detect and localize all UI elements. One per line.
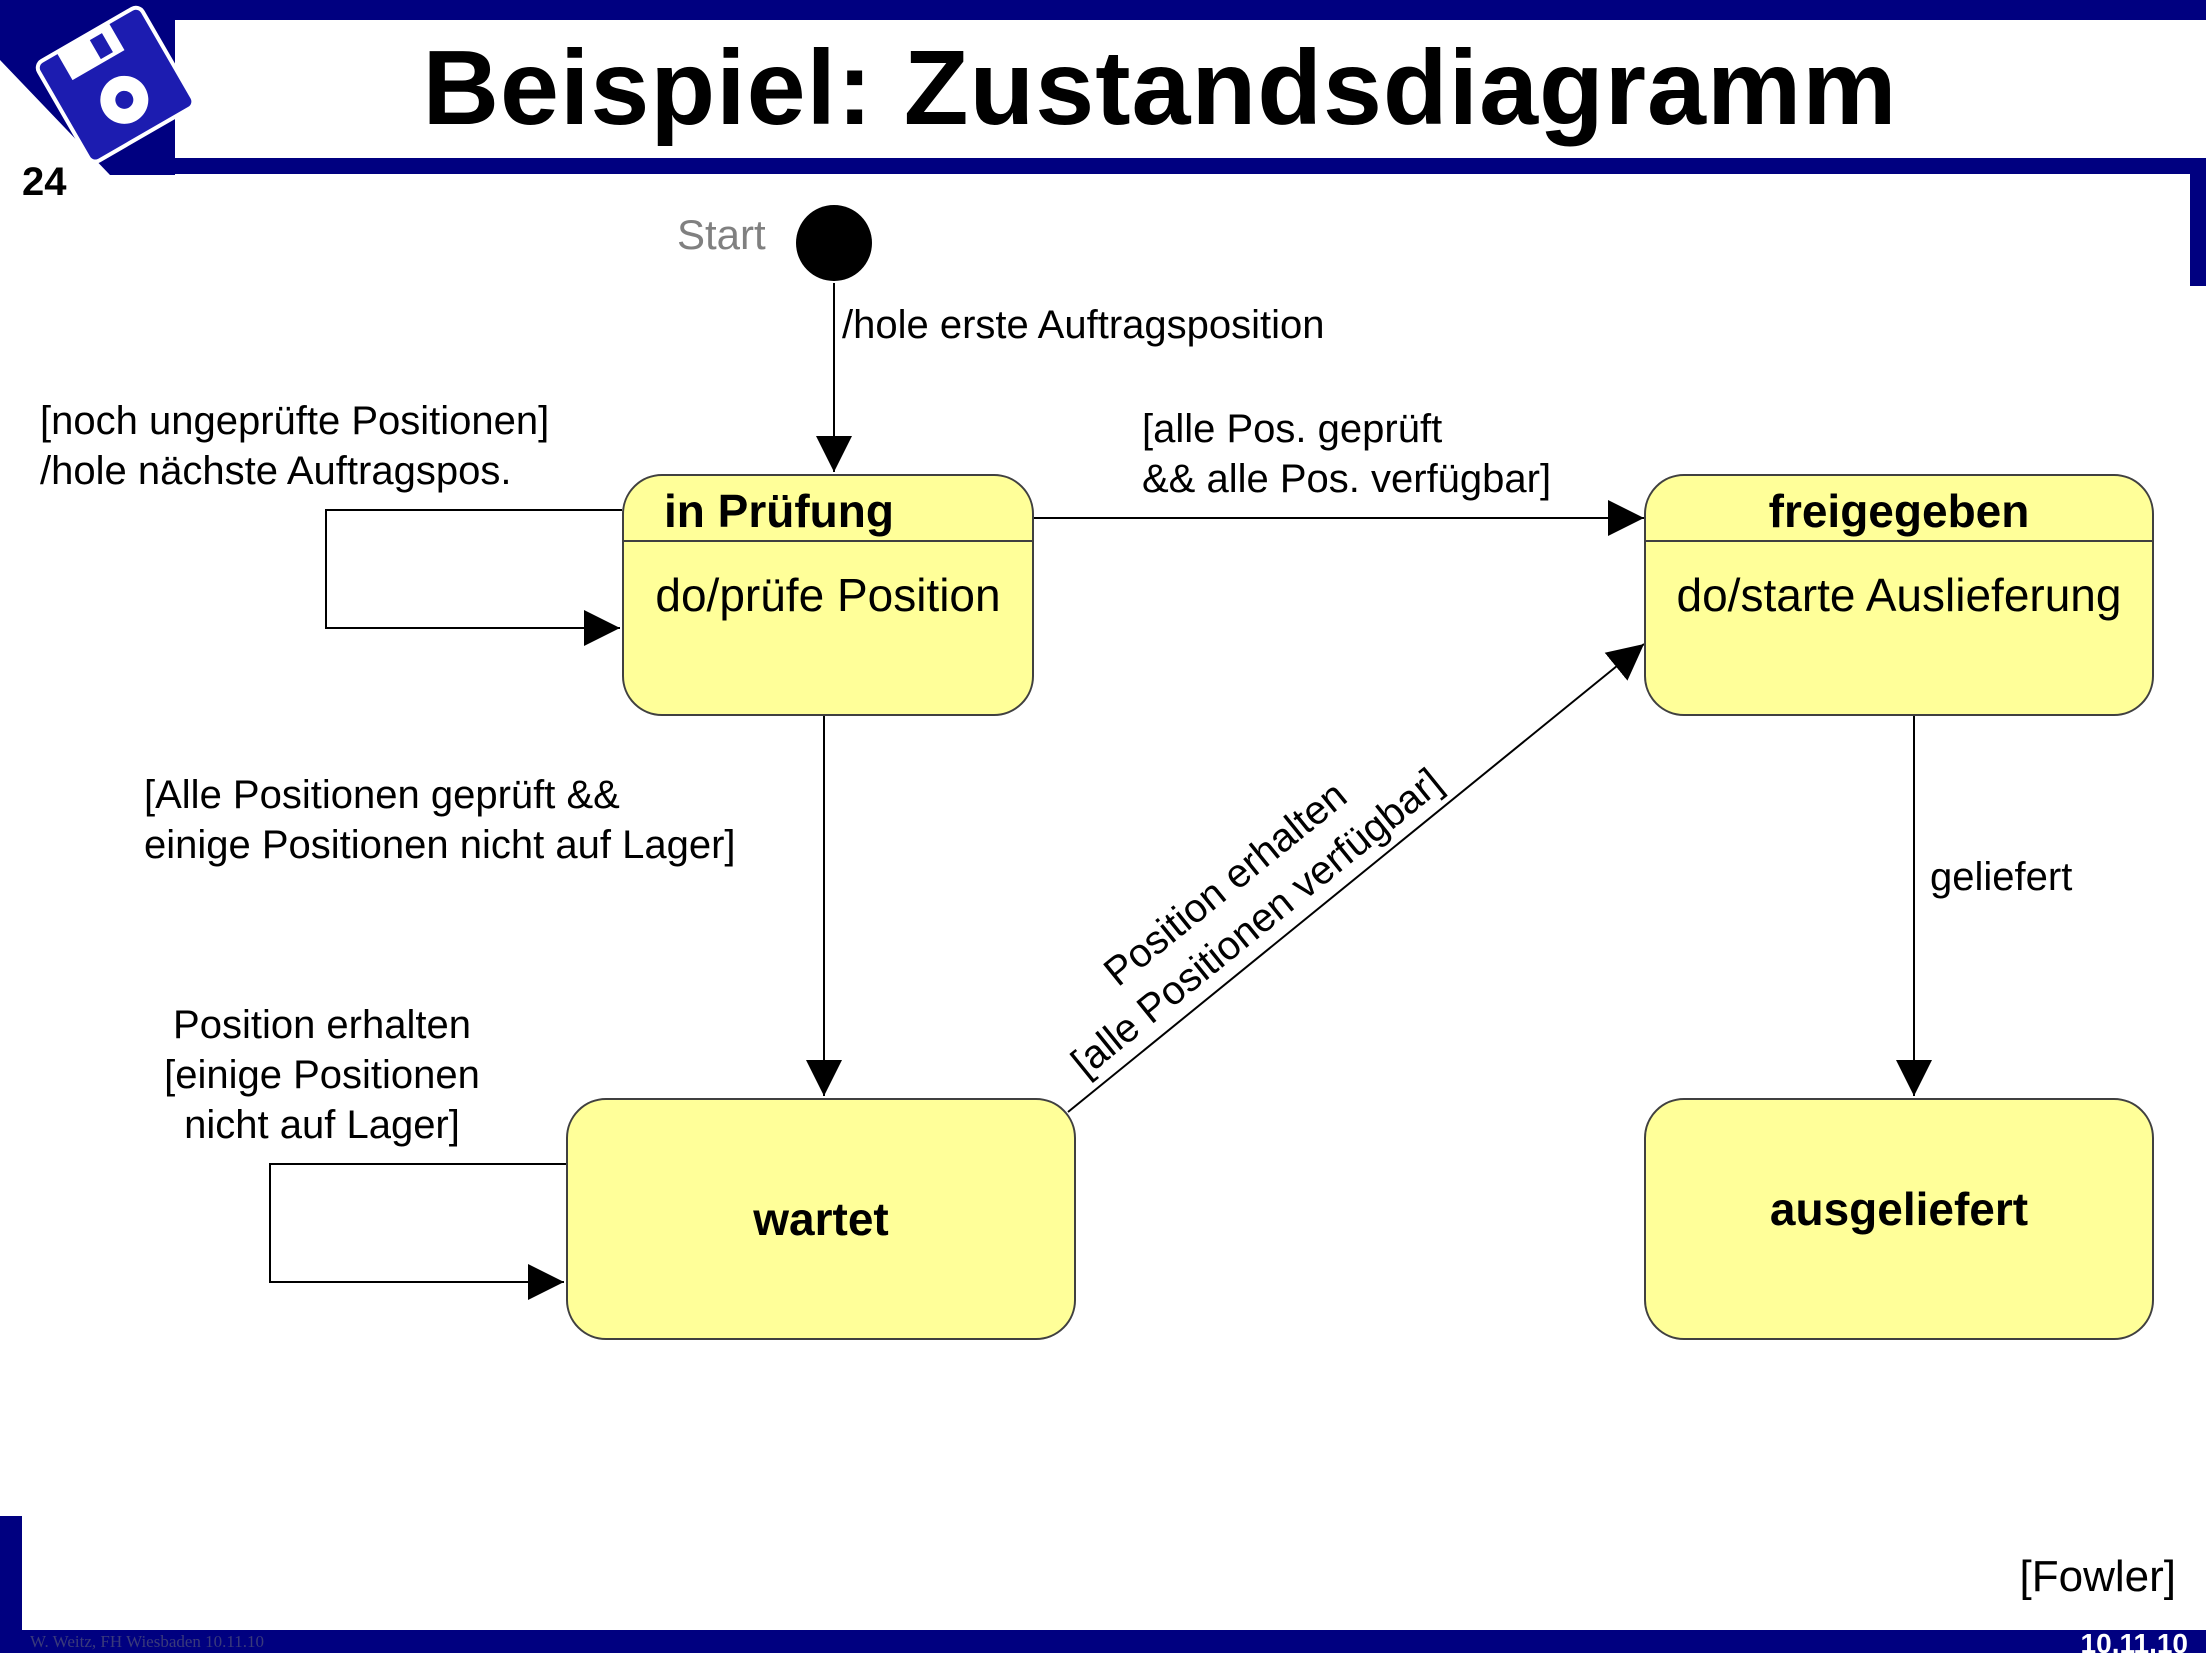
label-line: [noch ungeprüfte Positionen]	[40, 399, 550, 443]
state-name: freigegeben	[1768, 485, 2030, 537]
footer-author: W. Weitz, FH Wiesbaden 10.11.10	[30, 1632, 265, 1651]
transition-label-freigegeben-to-ausgeliefert: geliefert	[1930, 855, 2073, 899]
transition-wartet-to-freigegeben	[1067, 643, 1645, 1113]
transition-label-pruefung-to-freigegeben: [alle Pos. geprüft && alle Pos. verfügba…	[1142, 404, 1551, 504]
label-line: [alle Pos. geprüft	[1142, 407, 1443, 451]
floppy-disk-icon	[0, 0, 196, 175]
state-divider	[624, 540, 1032, 542]
transition-label-pruefung-to-wartet: [Alle Positionen geprüft && einige Posit…	[144, 770, 736, 870]
start-label: Start	[677, 211, 766, 258]
transition-pruefung-self	[325, 509, 622, 646]
page-title: Beispiel: Zustandsdiagramm	[422, 29, 1898, 147]
state-name: in Prüfung	[664, 485, 894, 537]
footer-bottom-bar	[0, 1630, 2206, 1653]
transition-label-wartet-self: Position erhalten [einige Positionen nic…	[152, 1000, 492, 1150]
header-right-bar	[2190, 158, 2206, 286]
footer-date: 10.11.10	[2080, 1628, 2188, 1659]
state-wartet: wartet	[566, 1098, 1076, 1340]
state-in-pruefung: in Prüfung do/prüfe Position	[622, 474, 1034, 716]
label-line: && alle Pos. verfügbar]	[1142, 457, 1552, 501]
label-line: [einige Positionen	[164, 1053, 480, 1097]
header-top-bar	[0, 0, 2206, 20]
state-name: ausgeliefert	[1769, 1183, 2029, 1235]
state-divider	[1646, 540, 2152, 542]
start-node	[796, 205, 872, 281]
state-freigegeben: freigegeben do/starte Auslieferung	[1644, 474, 2154, 716]
transition-label-start-to-pruefung: /hole erste Auftragsposition	[842, 303, 1325, 347]
slide-number: 24	[22, 160, 67, 204]
state-name: wartet	[753, 1193, 889, 1245]
label-line: einige Positionen nicht auf Lager]	[144, 823, 736, 867]
footer-left-bar	[0, 1516, 22, 1653]
source-citation: [Fowler]	[2019, 1552, 2176, 1601]
label-line: /hole nächste Auftragspos.	[40, 449, 512, 493]
label-line: Position erhalten	[173, 1003, 471, 1047]
transition-wartet-self	[269, 1163, 566, 1300]
transition-label-pruefung-self: [noch ungeprüfte Positionen] /hole nächs…	[40, 396, 549, 496]
state-activity: do/starte Auslieferung	[1676, 569, 2122, 621]
state-ausgeliefert: ausgeliefert	[1644, 1098, 2154, 1340]
label-line: nicht auf Lager]	[184, 1103, 460, 1147]
state-activity: do/prüfe Position	[655, 569, 1001, 621]
header-bottom-bar	[120, 158, 2206, 174]
label-line: [Alle Positionen geprüft &&	[144, 773, 620, 817]
